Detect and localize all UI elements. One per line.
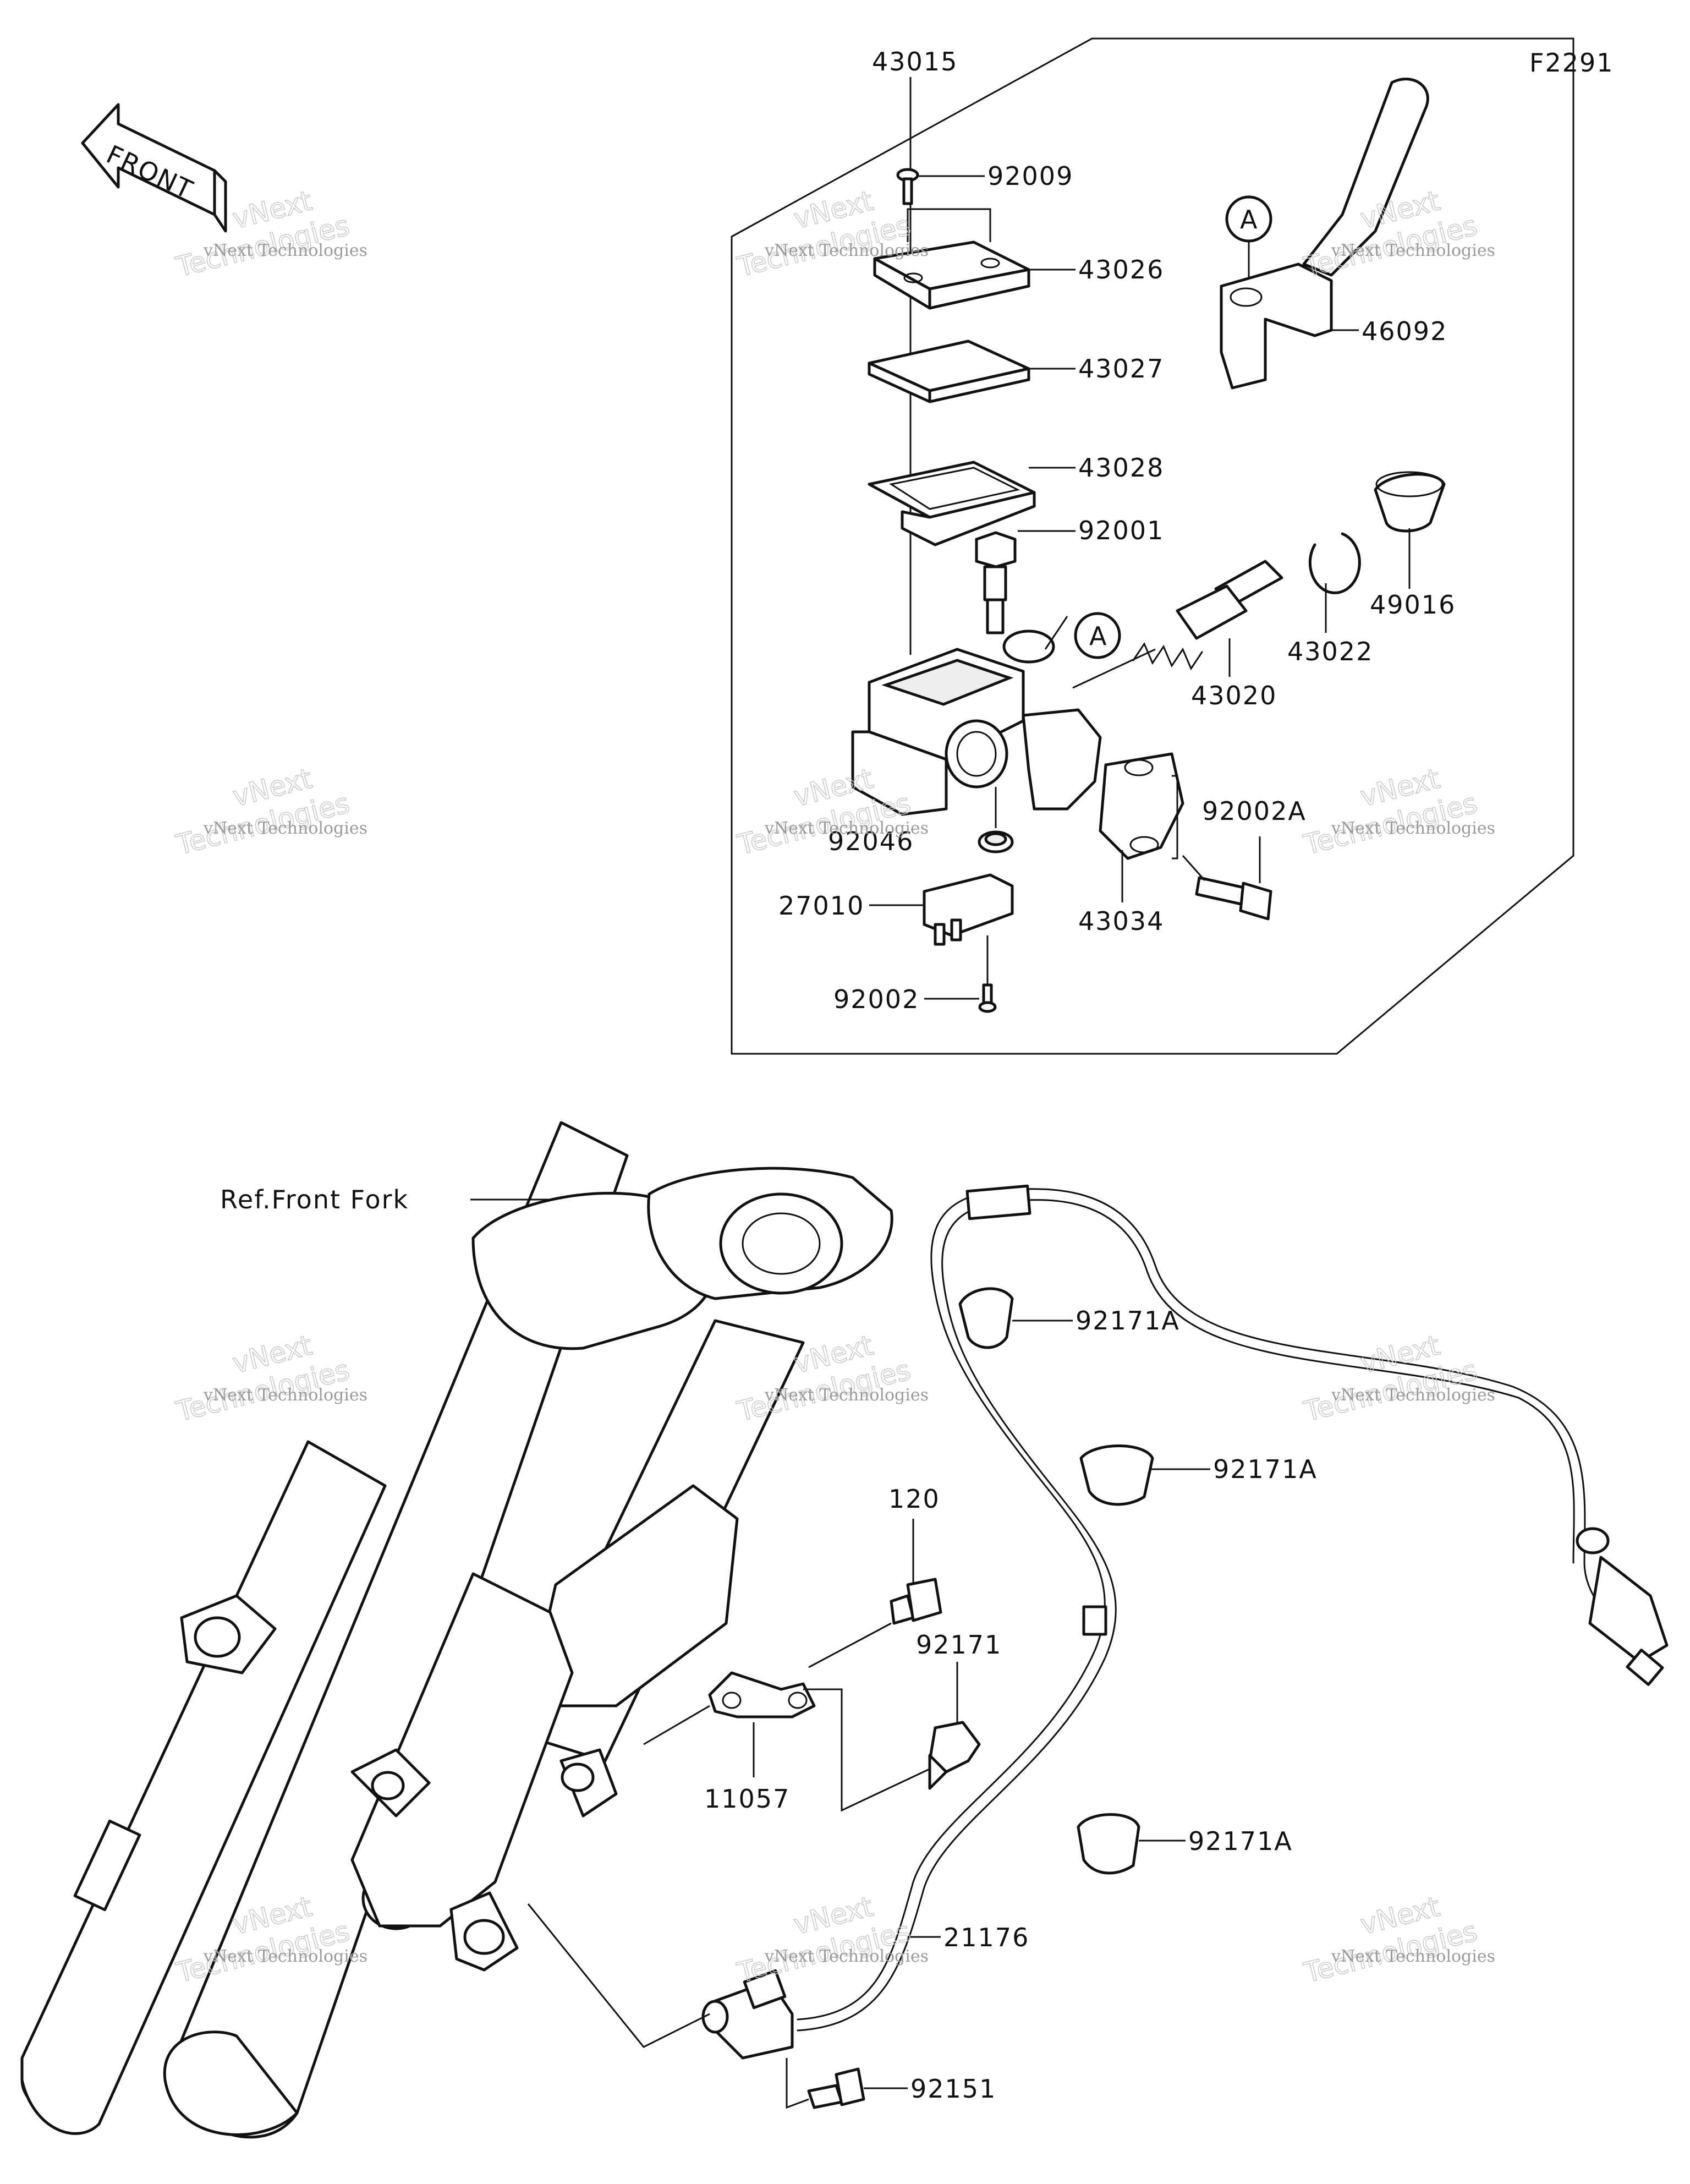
callout-92002a: 92002A [1202, 796, 1307, 826]
callout-92171a-2: 92171A [1213, 1454, 1318, 1484]
diagram-code: F2291 [1529, 48, 1614, 78]
marker-a-lever: A [1225, 195, 1272, 243]
piston-kit-43020 [1132, 560, 1283, 671]
svg-text:vNext Technologies: vNext Technologies [203, 1947, 367, 1966]
svg-text:vNext Technologies: vNext Technologies [1331, 1947, 1495, 1966]
clip-92171a-1 [958, 1287, 1014, 1349]
front-arrow-icon: FRONT [81, 103, 227, 233]
bracket-11057 [708, 1671, 816, 1718]
master-cylinder-body [851, 616, 1102, 816]
callout-27010: 27010 [778, 891, 864, 921]
svg-text:vNext Technologies: vNext Technologies [203, 1386, 367, 1405]
svg-text:A: A [1240, 205, 1258, 234]
callout-92171a-3: 92171A [1188, 1826, 1293, 1856]
marker-a-body: A [1074, 612, 1121, 659]
ref-front-fork: Ref.Front Fork [220, 1185, 409, 1214]
svg-text:vNext Technologies: vNext Technologies [764, 1386, 929, 1405]
svg-text:vNext Technologies: vNext Technologies [1331, 1386, 1495, 1405]
svg-text:vNext Technologies: vNext Technologies [764, 241, 929, 260]
screw-92009 [896, 168, 919, 205]
callout-49016: 49016 [1370, 590, 1456, 620]
brake-lever-46092 [1220, 78, 1429, 390]
callout-11057: 11057 [704, 1784, 790, 1814]
callout-92001: 92001 [1078, 516, 1164, 545]
clip-92171a-3 [1077, 1813, 1140, 1875]
bolt-92001 [975, 531, 1017, 634]
plate-43027 [868, 340, 1030, 403]
clip-92171a-2 [1079, 1444, 1154, 1506]
callout-43020: 43020 [1191, 681, 1277, 710]
callout-92002: 92002 [833, 984, 919, 1014]
svg-text:vNext Technologies: vNext Technologies [1331, 819, 1495, 838]
speed-sensor [701, 1969, 794, 2060]
cable-grommet [1082, 1605, 1107, 1636]
callout-43022: 43022 [1287, 637, 1373, 666]
callout-43015: 43015 [872, 47, 958, 76]
callout-120: 120 [888, 1484, 940, 1514]
callout-43028: 43028 [1078, 453, 1164, 483]
svg-text:vNext Technologies: vNext Technologies [764, 819, 929, 838]
callout-92171a-1: 92171A [1076, 1306, 1180, 1335]
callout-92046: 92046 [828, 826, 914, 856]
front-fork [20, 1121, 893, 2139]
svg-text:vNext Technologies: vNext Technologies [203, 241, 367, 260]
sensor-connector [1576, 1527, 1669, 1686]
bolt-92002a [1195, 876, 1272, 921]
screw-92002 [978, 983, 997, 1013]
svg-text:vNext Technologies: vNext Technologies [1331, 241, 1495, 260]
callout-92151: 92151 [910, 2074, 996, 2104]
callout-92009: 92009 [987, 161, 1073, 191]
callout-21176: 21176 [943, 1923, 1029, 1952]
circlip-43022 [1308, 532, 1361, 594]
callout-43027: 43027 [1078, 354, 1164, 384]
master-cylinder-group-box [731, 37, 1574, 1055]
dust-boot-49016 [1374, 471, 1446, 533]
svg-text:vNext Technologies: vNext Technologies [764, 1947, 929, 1966]
bolt-92151 [807, 2067, 865, 2109]
clip-92171 [928, 1721, 981, 1790]
clamp-43034 [1099, 752, 1184, 860]
callout-92171: 92171 [916, 1630, 1002, 1660]
diaphragm-43028 [868, 461, 1036, 546]
svg-text:A: A [1089, 621, 1107, 651]
callout-46092: 46092 [1362, 316, 1447, 346]
callout-43034: 43034 [1078, 906, 1164, 936]
svg-text:vNext Technologies: vNext Technologies [203, 819, 367, 838]
nut-92046 [978, 830, 1014, 853]
brake-switch-27010 [923, 873, 1014, 946]
sensor-cable-21176 [797, 1188, 1640, 2021]
cable-sleeve [965, 1184, 1031, 1220]
bolt-120 [890, 1578, 942, 1625]
callout-43026: 43026 [1078, 255, 1164, 284]
